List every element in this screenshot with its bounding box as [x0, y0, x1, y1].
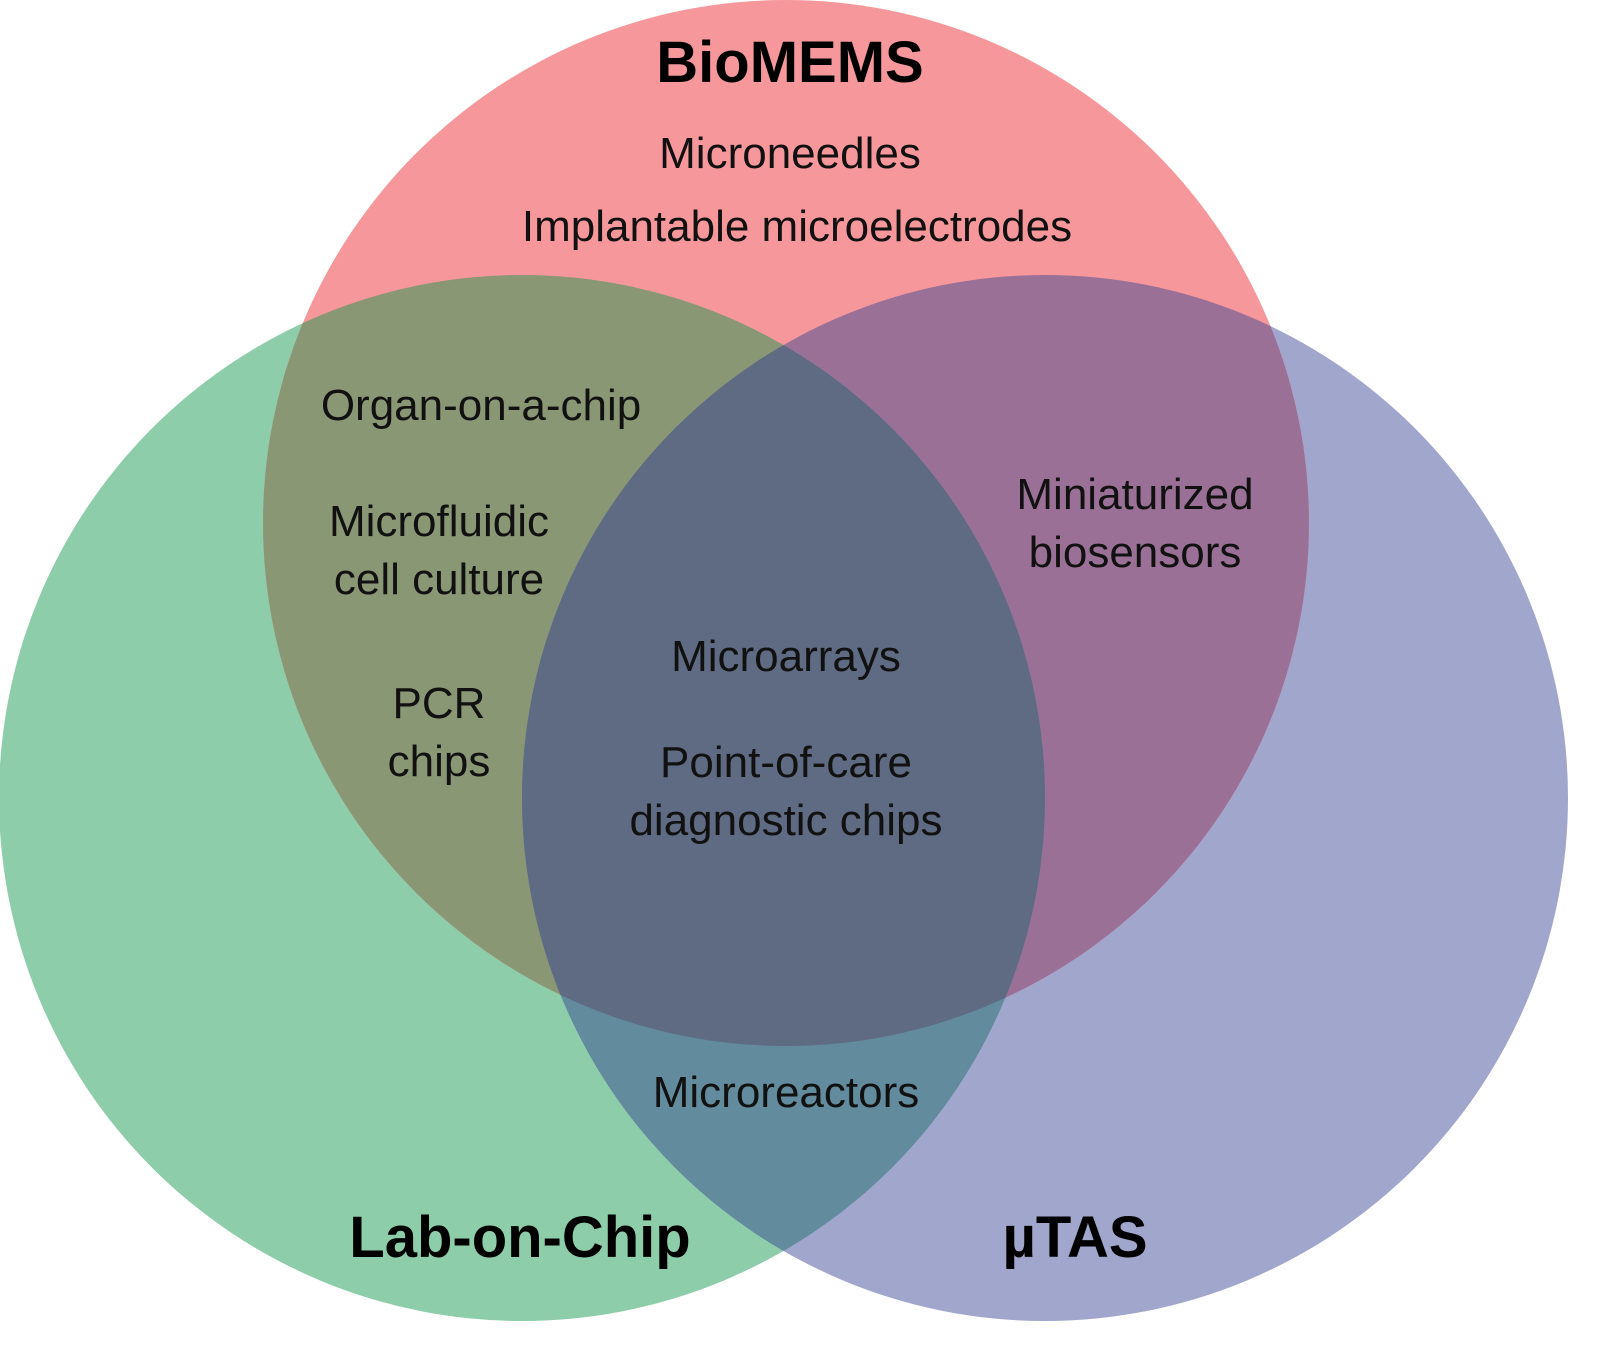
- label-pcr: PCR: [393, 679, 486, 728]
- label-organ-on-a-chip: Organ-on-a-chip: [321, 381, 641, 430]
- lab-on-chip-title: Lab-on-Chip: [349, 1205, 690, 1270]
- label-point-of-care: Point-of-care: [660, 738, 912, 787]
- biomems-title: BioMEMS: [656, 30, 923, 95]
- label-microfluidic: Microfluidic: [329, 497, 549, 546]
- label-cell-culture: cell culture: [334, 555, 544, 604]
- utas-title: µTAS: [1002, 1205, 1147, 1270]
- label-miniaturized: Miniaturized: [1016, 470, 1253, 519]
- label-biosensors: biosensors: [1029, 528, 1242, 577]
- label-microneedles: Microneedles: [659, 129, 921, 178]
- label-microreactors: Microreactors: [653, 1068, 920, 1117]
- label-chips: chips: [388, 737, 491, 786]
- label-microarrays: Microarrays: [671, 632, 901, 681]
- label-diagnostic-chips: diagnostic chips: [629, 796, 942, 845]
- triple-overlap: [522, 275, 1045, 1046]
- label-implantable-microelectrodes: Implantable microelectrodes: [522, 202, 1072, 251]
